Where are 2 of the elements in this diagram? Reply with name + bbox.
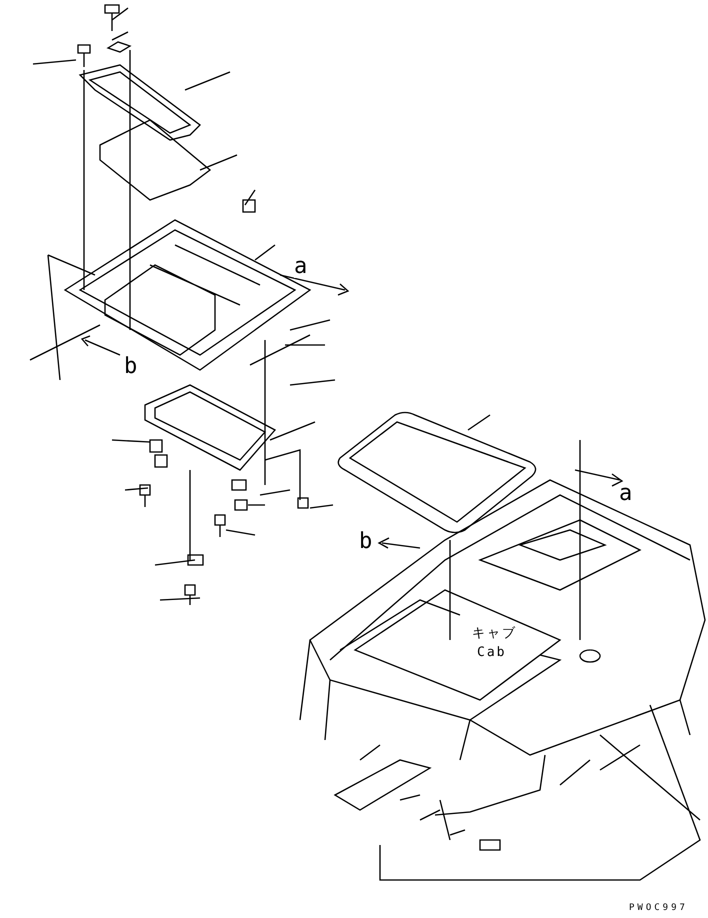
part-label: キャブ bbox=[472, 627, 517, 640]
part-label: Cab bbox=[477, 646, 506, 659]
